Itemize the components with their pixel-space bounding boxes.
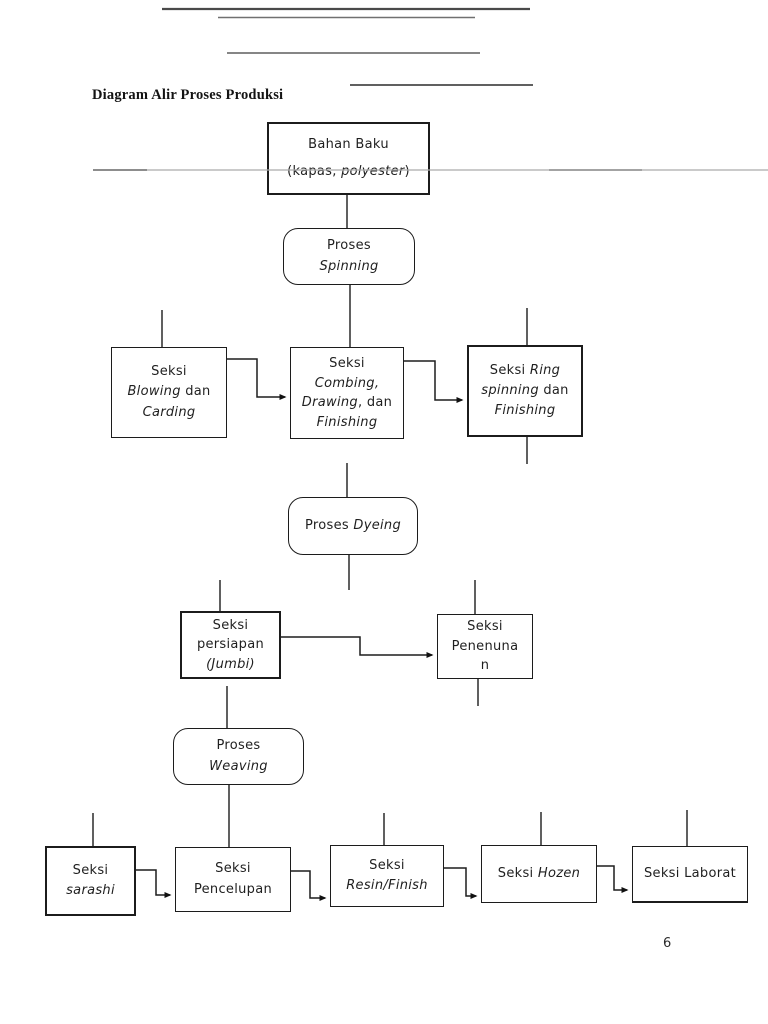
page-title: Diagram Alir Proses Produksi xyxy=(92,87,284,103)
node-label: Seksi xyxy=(212,617,249,633)
node-label: Finishing xyxy=(316,414,378,430)
arrow-persiapan-to-penenunan xyxy=(281,636,434,658)
arrow-resin-to-hozen xyxy=(444,867,478,899)
node-bahan-baku: Bahan Baku (kapas, polyester) xyxy=(267,122,430,195)
node-seksi-pencelupan: Seksi Pencelupan xyxy=(175,847,291,912)
node-label: Proses xyxy=(216,738,261,754)
node-seksi-penenunan: Seksi Penenuna n xyxy=(437,614,533,679)
node-label: persiapan xyxy=(196,637,265,653)
node-label: Blowing dan xyxy=(127,384,211,400)
node-seksi-blowing-carding: Seksi Blowing dan Carding xyxy=(111,347,227,438)
node-label: Seksi Ring xyxy=(489,362,561,378)
node-proses-spinning: Proses Spinning xyxy=(283,228,415,285)
node-label: (Jumbi) xyxy=(206,656,255,672)
node-label: Seksi xyxy=(369,857,405,873)
node-label: Seksi xyxy=(72,862,109,878)
node-label: Proses Dyeing xyxy=(304,517,401,533)
node-seksi-ring-spinning-finishing: Seksi Ring spinning dan Finishing xyxy=(467,345,583,437)
node-label: Bahan Baku xyxy=(308,136,389,152)
node-label: Carding xyxy=(142,404,196,420)
node-label: Seksi xyxy=(151,364,187,380)
node-seksi-sarashi: Seksi sarashi xyxy=(45,846,136,916)
node-label: Resin/Finish xyxy=(346,878,428,893)
node-label: Seksi Laborat xyxy=(643,865,737,881)
node-proses-dyeing: Proses Dyeing xyxy=(288,497,418,555)
node-seksi-persiapan: Seksi persiapan (Jumbi) xyxy=(180,611,281,679)
node-label: Seksi xyxy=(329,356,365,371)
node-label: Weaving xyxy=(209,758,268,774)
node-label: Spinning xyxy=(319,258,379,274)
node-proses-weaving: Proses Weaving xyxy=(173,728,304,785)
node-seksi-resin-finish: Seksi Resin/Finish xyxy=(330,845,444,907)
node-label: (kapas, polyester) xyxy=(287,163,410,179)
node-label: Finishing xyxy=(494,403,556,419)
arrow-blowing-to-combing xyxy=(227,358,287,400)
node-label: spinning dan xyxy=(481,382,569,398)
arrow-combing-to-ring xyxy=(404,360,464,403)
node-label: Combing, xyxy=(314,375,380,391)
node-label: Drawing, dan xyxy=(301,395,393,410)
arrow-hozen-to-laborat xyxy=(597,865,629,893)
node-label: Seksi xyxy=(467,619,503,635)
node-seksi-laborat: Seksi Laborat xyxy=(632,846,748,903)
arrow-pencelupan-to-resin xyxy=(291,870,327,901)
node-label: sarashi xyxy=(66,883,115,898)
node-label: Proses xyxy=(327,238,371,254)
arrow-sarashi-to-pencelupan xyxy=(136,869,172,898)
node-seksi-combing-drawing-finishing: Seksi Combing, Drawing, dan Finishing xyxy=(290,347,404,439)
node-label: Pencelupan xyxy=(193,881,273,897)
node-label: Seksi xyxy=(215,861,251,877)
page-number: 6 xyxy=(663,936,672,951)
node-label: n xyxy=(480,658,490,674)
node-seksi-hozen: Seksi Hozen xyxy=(481,845,597,903)
node-label: Seksi Hozen xyxy=(497,865,581,881)
node-label: Penenuna xyxy=(451,638,519,654)
